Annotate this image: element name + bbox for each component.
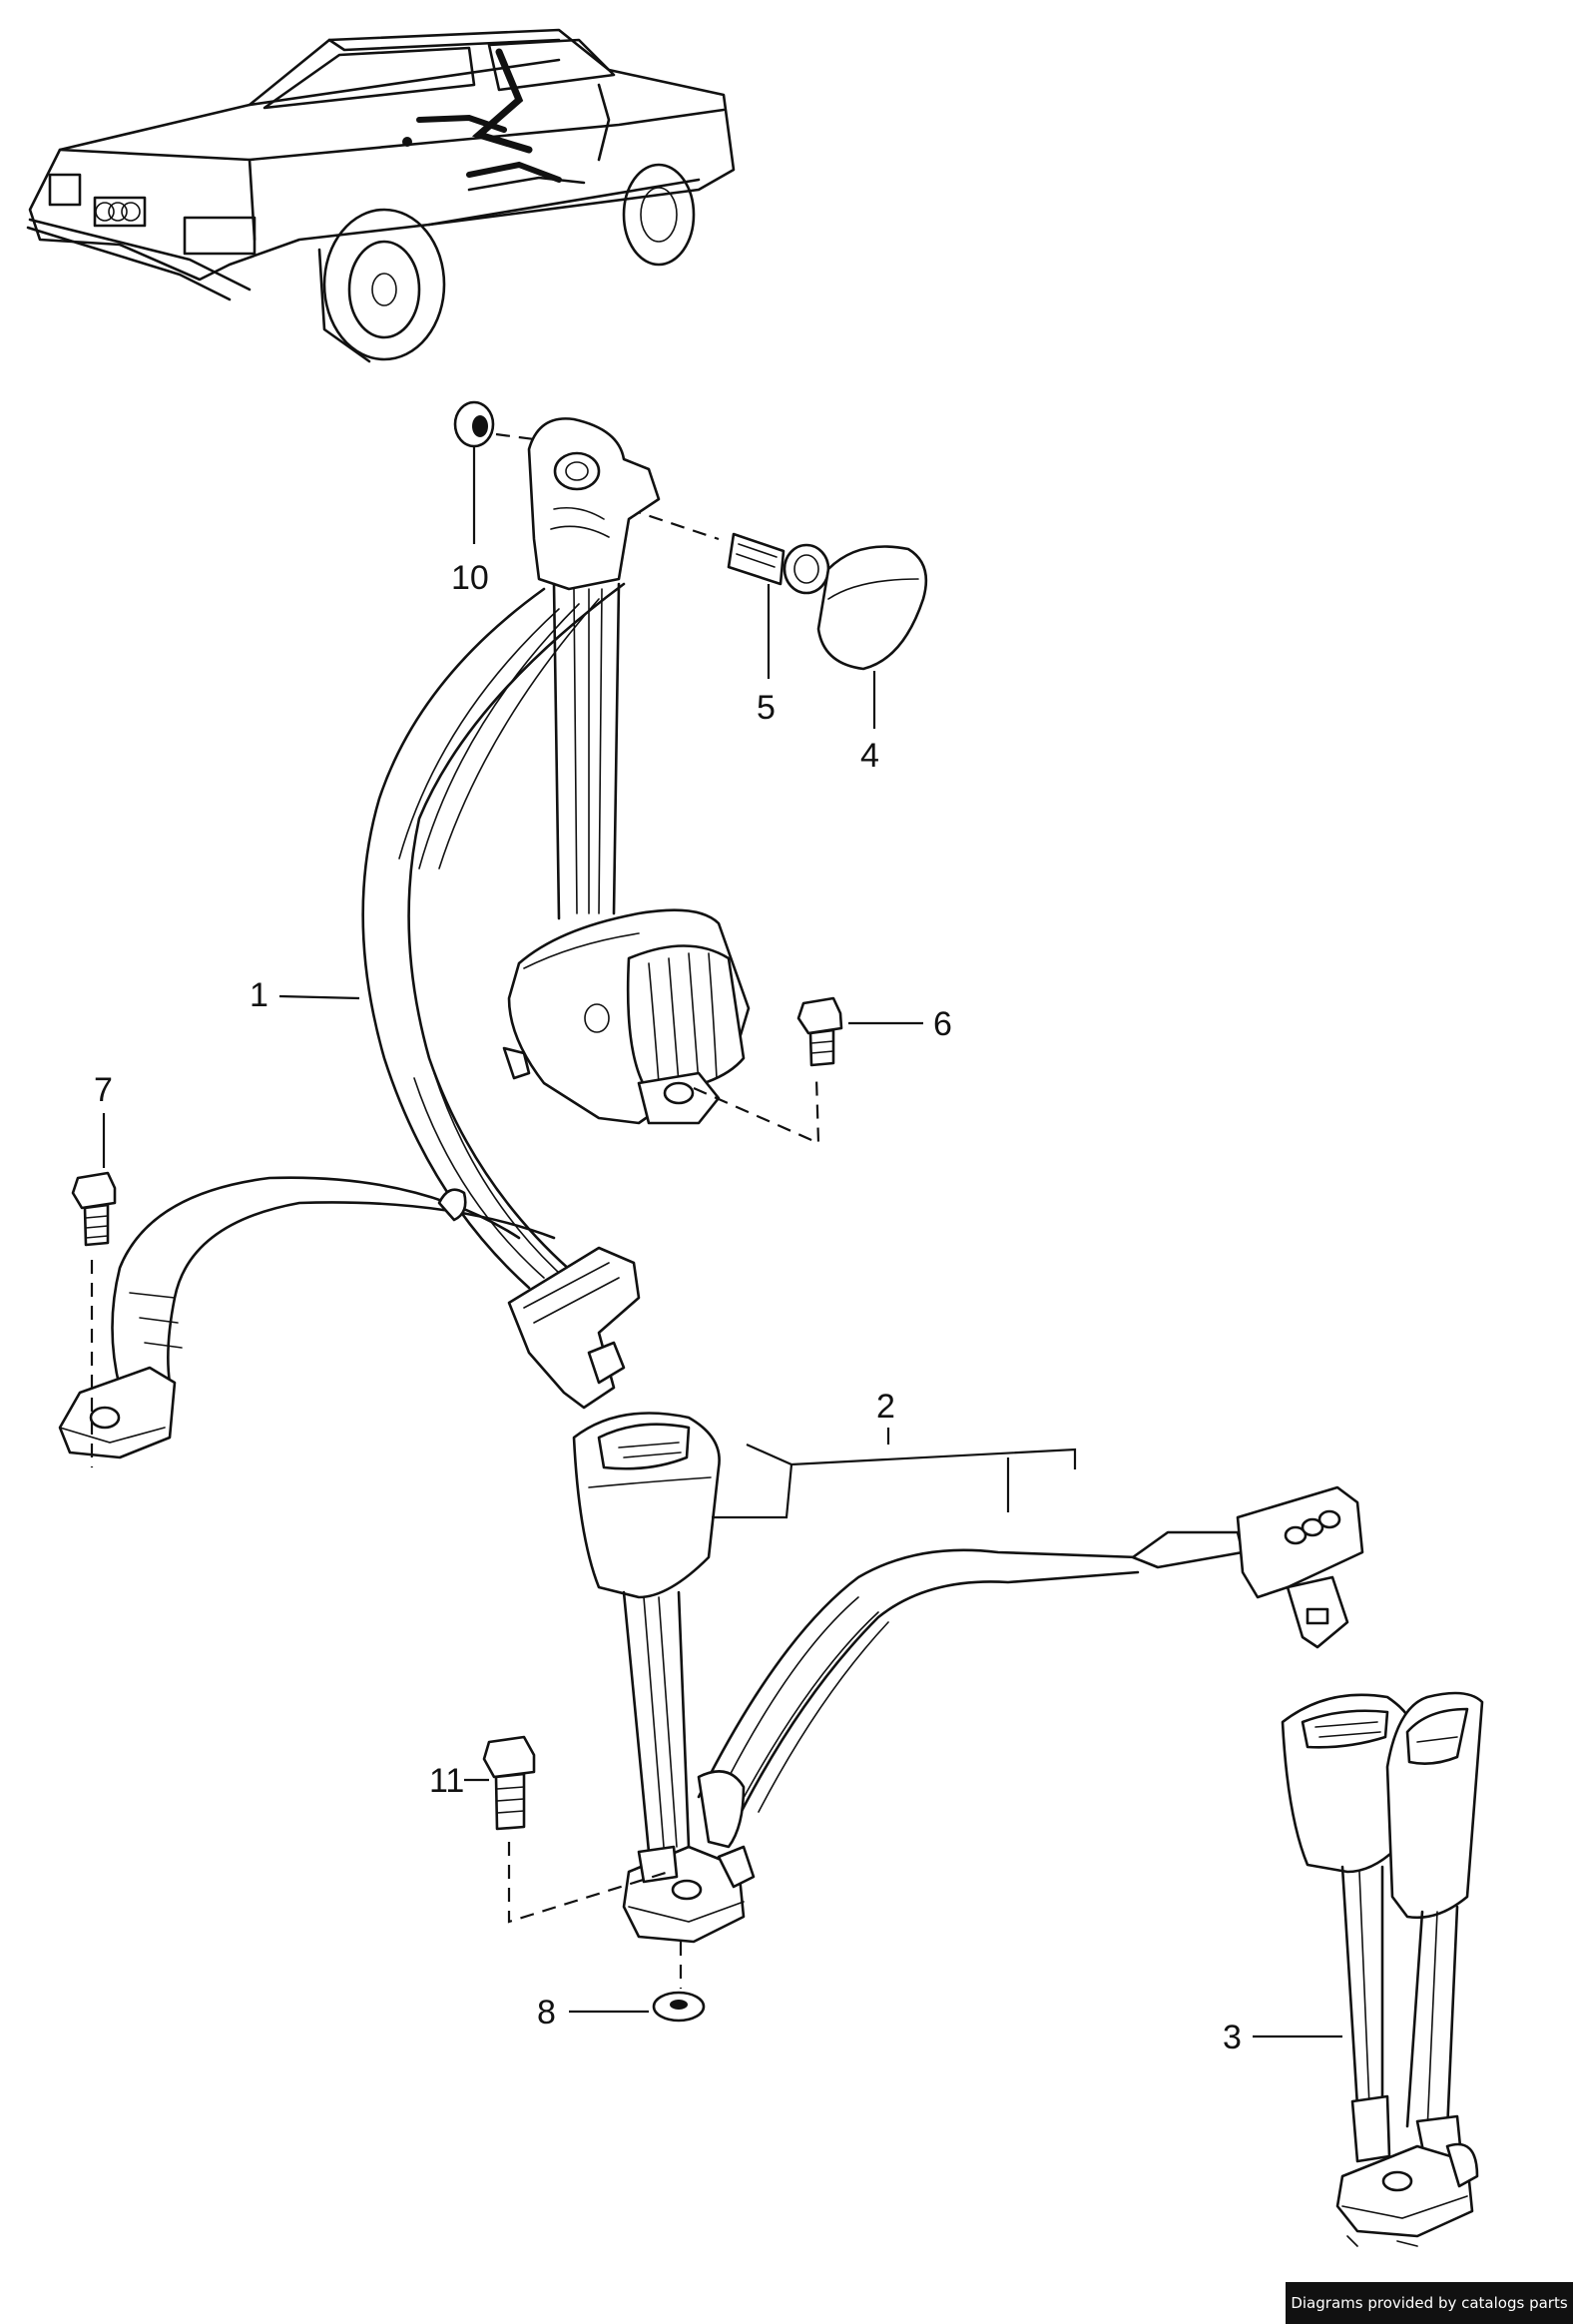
part-3-double-buckle [1281, 1691, 1484, 2247]
part-4-cover-cap [816, 545, 928, 671]
callout-6: 6 [933, 1005, 952, 1043]
callout-7: 7 [94, 1071, 113, 1109]
callout-numbers: 10 5 4 6 1 7 2 11 8 3 [94, 559, 1242, 2056]
credit-badge: Diagrams provided by catalogs parts [1286, 2282, 1573, 2324]
callout-8: 8 [537, 1994, 556, 2032]
callout-1: 1 [250, 976, 268, 1014]
callout-2: 2 [876, 1388, 895, 1426]
car-illustration [26, 28, 736, 363]
part-1-front-belt [58, 417, 820, 1467]
callout-leaders [102, 447, 1342, 2038]
part-6-bolt [796, 996, 843, 1067]
part-2-center-belt [572, 1412, 1364, 1944]
part-7-bolt [71, 1171, 117, 1247]
callout-3: 3 [1223, 2019, 1242, 2056]
callout-5: 5 [757, 689, 776, 727]
part-8-washer [652, 1942, 706, 2023]
callout-11: 11 [429, 1762, 464, 1800]
callout-4: 4 [860, 737, 879, 775]
part-11-bolt [482, 1735, 670, 1924]
part-10-spacer [453, 400, 535, 448]
callout-10: 10 [451, 559, 489, 597]
